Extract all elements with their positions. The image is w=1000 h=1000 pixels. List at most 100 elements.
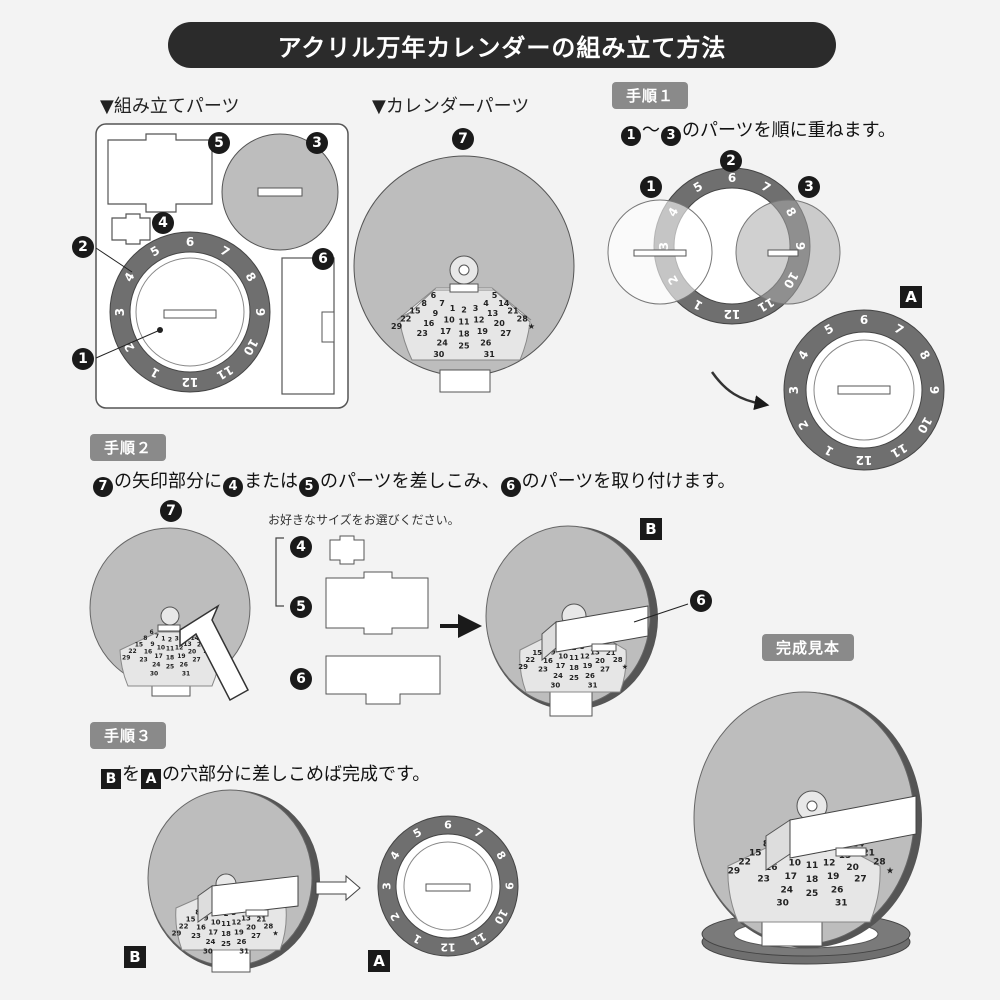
calendar-day: 23 <box>417 329 428 338</box>
marker-3: 3 <box>661 125 681 146</box>
marker-7-step2: 7 <box>160 500 182 522</box>
calendar-day: 13 <box>183 641 191 648</box>
calendar-day: 26 <box>831 885 844 895</box>
calendar-day: 16 <box>196 923 206 931</box>
calendar-day: 20 <box>246 923 256 931</box>
calendar-day: 11 <box>569 654 579 662</box>
calendar-day: 20 <box>846 863 859 873</box>
page-title: アクリル万年カレンダーの組み立て方法 <box>168 22 836 68</box>
calendar-day: 18 <box>806 875 819 885</box>
calendar-day: 26 <box>180 662 188 669</box>
calendar-day: 16 <box>765 863 778 873</box>
calendar-day: 10 <box>157 644 165 651</box>
calendar-day: 23 <box>538 666 548 674</box>
calendar-day: 24 <box>781 885 794 895</box>
calendar-day: 30 <box>776 899 789 909</box>
calendar-day: 29 <box>728 867 741 877</box>
calendar-day: 6 <box>150 629 154 636</box>
calendar-day: 12 <box>175 644 183 651</box>
marker-4-option: 4 <box>290 536 312 558</box>
marker-3-step1: 3 <box>798 176 820 198</box>
tag-A-step1: A <box>900 286 922 308</box>
calendar-day: 17 <box>556 662 566 670</box>
calendar-day: 31 <box>182 670 190 677</box>
calendar-day: 18 <box>221 930 231 938</box>
calendar-day: 24 <box>206 938 216 946</box>
step1-text-suffix: のパーツを順に重ねます。 <box>682 120 896 141</box>
calendar-day: 28 <box>873 858 886 868</box>
dial-number: 12 <box>724 307 741 321</box>
step2-text-1: の矢印部分に <box>114 471 222 492</box>
marker-2-step1: 2 <box>720 150 742 172</box>
calendar-day: 31 <box>239 948 249 956</box>
calendar-day: 23 <box>757 875 770 885</box>
calendar-day: 16 <box>144 649 152 656</box>
calendar-day: 13 <box>487 309 498 318</box>
calendar-day: 9 <box>150 641 154 648</box>
calendar-day: 21 <box>257 915 267 923</box>
marker-1-step1: 1 <box>640 176 662 198</box>
step2-text-3: のパーツを差しこみ、 <box>320 471 500 492</box>
calendar-day: 8 <box>421 299 427 308</box>
calendar-day: 25 <box>166 664 174 671</box>
calendar-day: 26 <box>585 672 595 680</box>
calendar-day: 20 <box>188 649 196 656</box>
calendar-day: 27 <box>192 656 200 663</box>
calendar-day: 10 <box>211 919 221 927</box>
calendar-day: 11 <box>221 920 231 928</box>
dial-number: 9 <box>253 308 267 316</box>
dial-number: 3 <box>657 242 671 250</box>
dial-number: 9 <box>927 386 941 394</box>
calendar-day: 3 <box>473 304 479 313</box>
calendar-day: 6 <box>431 291 437 300</box>
calendar-day: 24 <box>152 662 160 669</box>
calendar-day: 15 <box>409 307 421 316</box>
calendar-day: 10 <box>444 315 456 324</box>
calendar-day: 30 <box>203 948 213 956</box>
calendar-day: 21 <box>606 649 616 657</box>
calendar-day: 17 <box>440 327 451 336</box>
calendar-day: 9 <box>433 309 439 318</box>
calendar-day: 21 <box>862 849 875 859</box>
marker-5-option: 5 <box>290 596 312 618</box>
marker-5-sheet: 5 <box>208 132 230 154</box>
calendar-day: 30 <box>433 350 445 359</box>
dial-number: 12 <box>182 375 199 389</box>
calendar-day: 12 <box>823 859 836 869</box>
step3-arrow <box>315 874 361 902</box>
calendar-day: 15 <box>532 649 542 657</box>
calendar-day: 17 <box>208 928 218 936</box>
tag-B-step2: B <box>640 518 662 540</box>
marker-B: B <box>101 769 121 789</box>
calendar-day: 22 <box>525 656 535 664</box>
calendar-day: 11 <box>458 318 470 327</box>
calendar-day: 27 <box>854 875 867 885</box>
marker-4-sheet: 4 <box>152 212 174 234</box>
marker-6-option: 6 <box>290 668 312 690</box>
calendar-day: 14 <box>498 299 510 308</box>
calendar-day: 23 <box>139 656 147 663</box>
calendar-day: 26 <box>480 338 492 347</box>
calendar-day: 4 <box>483 299 489 308</box>
calendar-day: 5 <box>492 291 498 300</box>
calendar-day: 1 <box>450 304 456 313</box>
part-5-option <box>325 571 429 635</box>
dial-number: 6 <box>728 171 736 185</box>
calendar-day: 14 <box>191 635 199 642</box>
step3-B: 6712345891011121314151617181920212223242… <box>147 789 320 973</box>
calendar-day: 23 <box>191 932 201 940</box>
calendar-day: 31 <box>588 682 598 690</box>
marker-A: A <box>141 769 161 789</box>
step2-text-4: のパーツを取り付けます。 <box>521 471 736 492</box>
calendar-day: 10 <box>558 653 568 661</box>
calendar-day: 31 <box>835 899 848 909</box>
marker-6: 6 <box>500 476 521 497</box>
sheet-callouts <box>95 247 163 359</box>
